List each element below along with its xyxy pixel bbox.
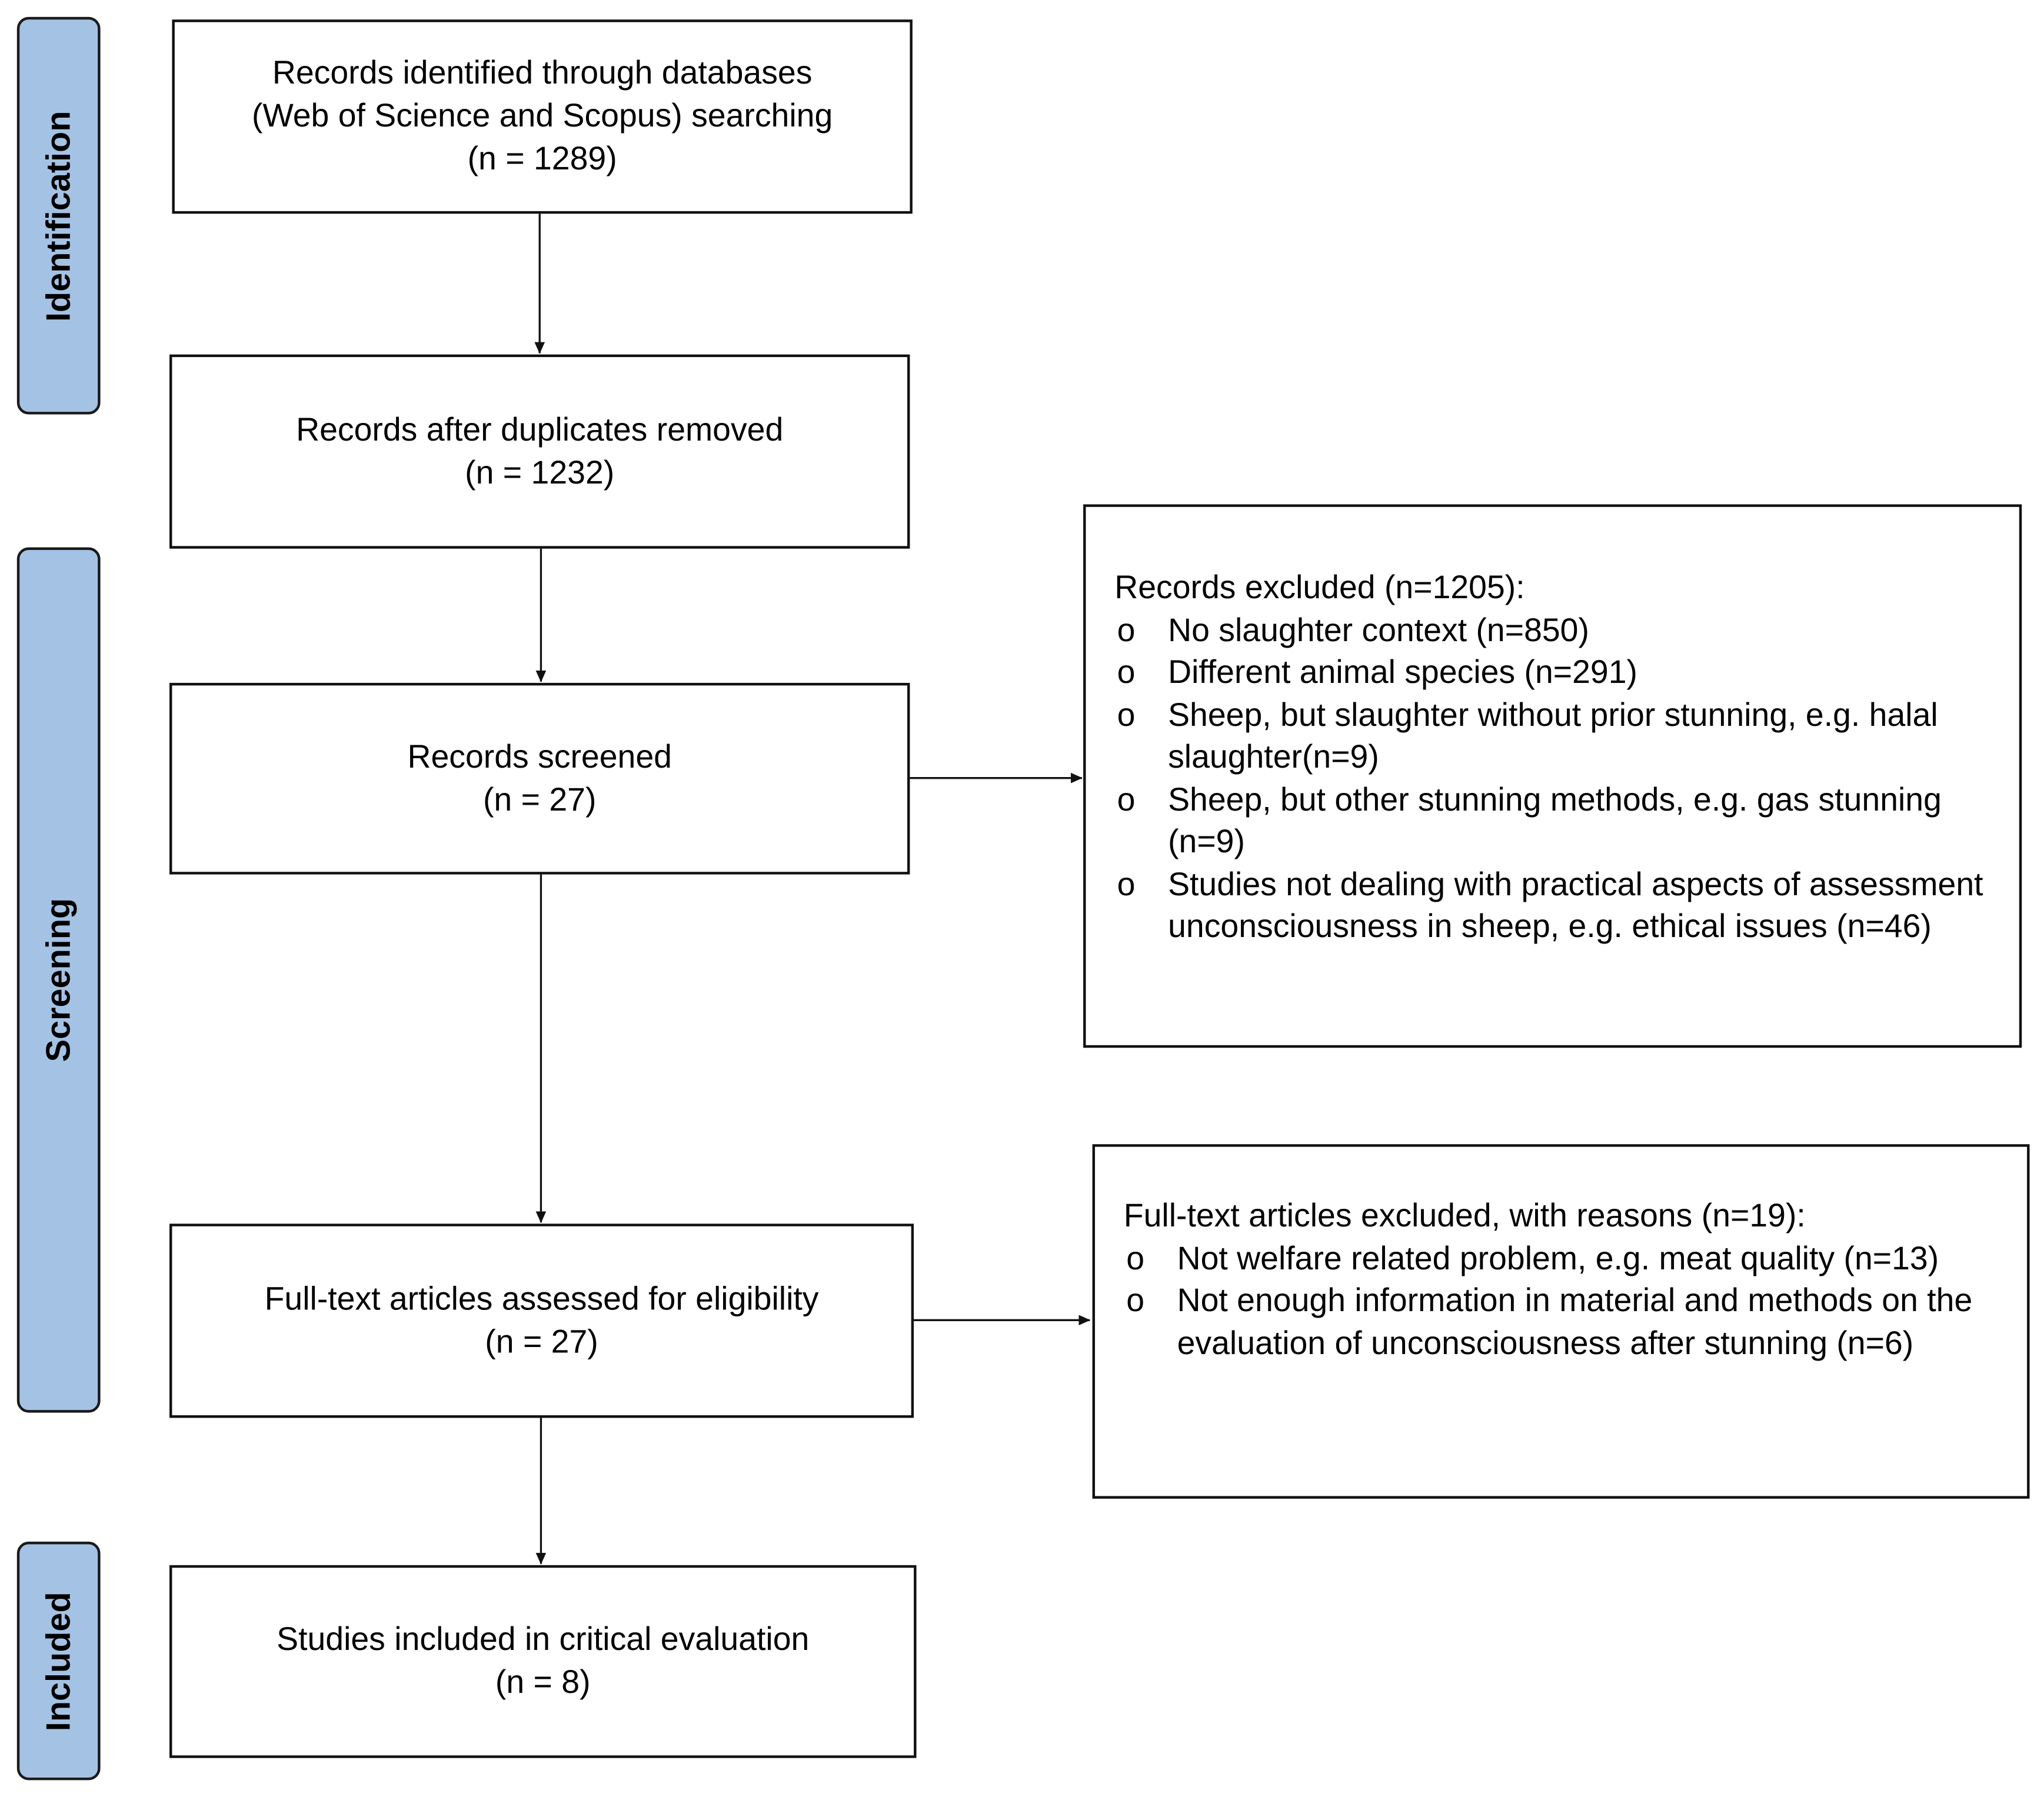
bullet-icon: o [1126,1240,1145,1277]
list-item: o Sheep, but other stunning methods, e.g.… [1114,779,1993,864]
list-item: o Sheep, but slaughter without prior stun… [1114,694,1993,779]
records-excluded-item: No slaughter context (n=850) [1168,612,1589,649]
list-item: o Not enough information in material and … [1124,1280,2003,1365]
fulltext-excluded-heading: Full-text articles excluded, with reason… [1123,1198,1806,1235]
box-fulltext-assessed-line-1: Full-text articles assessed for eligibil… [264,1280,819,1317]
phase-included: Included [16,1541,101,1781]
box-records-deduplicated: Records after duplicates removed (n = 12… [169,354,910,549]
list-item: o No slaughter context (n=850) [1114,609,1993,652]
fulltext-excluded-item: Not welfare related problem, e.g. meat q… [1177,1240,1939,1277]
bullet-icon: o [1117,654,1136,691]
fulltext-excluded-item: Not enough information in material and m… [1177,1282,1973,1362]
bullet-icon: o [1126,1282,1145,1319]
box-studies-included-line-1: Studies included in critical evaluation [277,1621,810,1658]
box-records-deduplicated-line-1: Records after duplicates removed [296,411,784,448]
box-records-identified-line-1: Records identified through databases [272,55,813,92]
list-item: o Different animal species (n=291) [1114,652,1993,694]
bullet-icon: o [1117,866,1136,903]
box-fulltext-assessed: Full-text articles assessed for eligibil… [169,1223,914,1418]
records-excluded-item: Studies not dealing with practical aspec… [1168,866,1983,945]
records-excluded-item: Sheep, but slaughter without prior stunn… [1168,696,1938,776]
box-records-deduplicated-count: (n = 1232) [465,454,615,491]
box-records-screened-line-1: Records screened [407,738,672,775]
phase-identification: Identification [16,16,101,415]
phase-screening: Screening [16,547,101,1413]
bullet-icon: o [1117,781,1136,818]
list-item: o Studies not dealing with practical aspe… [1114,864,1993,948]
box-records-identified: Records identified through databases (We… [172,19,913,214]
box-records-screened: Records screened (n = 27) [169,682,910,875]
box-records-screened-count: (n = 27) [482,781,597,818]
box-records-identified-line-2: (Web of Science and Scopus) searching [252,98,833,135]
bullet-icon: o [1117,696,1136,734]
list-item: o Not welfare related problem, e.g. meat … [1124,1238,2003,1280]
bullet-icon: o [1117,612,1136,649]
records-excluded-heading: Records excluded (n=1205): [1114,569,1525,606]
records-excluded-item: Different animal species (n=291) [1168,654,1638,691]
box-records-excluded: Records excluded (n=1205): o No slaughter… [1083,504,2022,1048]
fulltext-excluded-list: o Not welfare related problem, e.g. meat … [1124,1238,2003,1365]
box-fulltext-assessed-count: (n = 27) [485,1323,598,1360]
records-excluded-item: Sheep, but other stunning methods, e.g. … [1168,781,1942,861]
box-studies-included: Studies included in critical evaluation … [169,1565,917,1758]
box-records-identified-count: (n = 1289) [467,141,617,178]
box-studies-included-count: (n = 8) [495,1664,591,1701]
box-fulltext-excluded: Full-text articles excluded, with reason… [1092,1144,2030,1499]
